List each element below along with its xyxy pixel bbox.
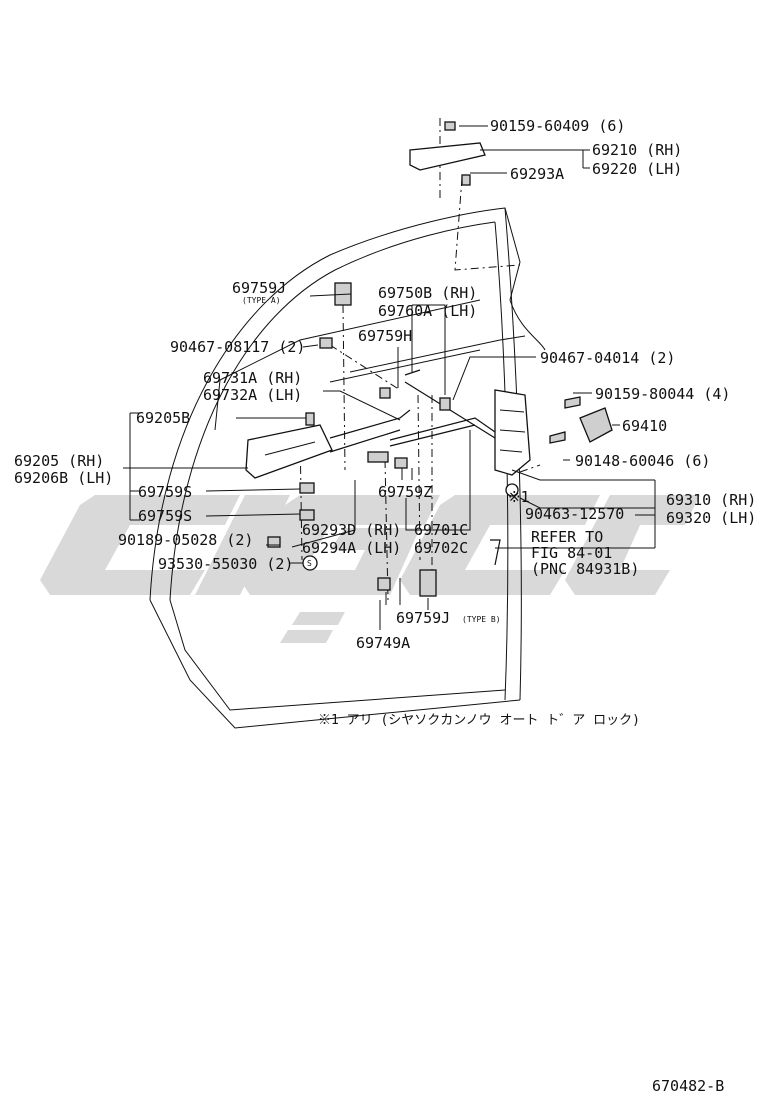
label-69310: 69310 (RH) [666, 491, 756, 509]
label-90148-60046: 90148-60046 (6) [575, 452, 710, 470]
label-69220: 69220 (LH) [592, 160, 682, 178]
label-69759S-2: 69759S [138, 507, 192, 525]
label-69210: 69210 (RH) [592, 141, 682, 159]
label-69749A: 69749A [356, 634, 410, 652]
leader-lines [123, 125, 656, 630]
label-mark-1: ※1 [508, 488, 530, 506]
label-fig: FIG 84-01 [531, 544, 612, 562]
label-69294A: 69294A (LH) [302, 539, 401, 557]
label-69206B: 69206B (LH) [14, 469, 113, 487]
label-69205: 69205 (RH) [14, 452, 104, 470]
label-69293A: 69293A [510, 165, 564, 183]
inside-handle-part [245, 412, 333, 479]
label-s-mark: S [307, 559, 312, 568]
label-93530-55030: 93530-55030 (2) [158, 555, 293, 573]
label-69732A: 69732A (LH) [203, 386, 302, 404]
label-69205B: 69205B [136, 409, 190, 427]
label-69759Z: 69759Z [378, 483, 432, 501]
label-69760A: 69760A (LH) [378, 302, 477, 320]
label-90159-80044: 90159-80044 (4) [595, 385, 730, 403]
label-90467-04014: 90467-04014 (2) [540, 349, 675, 367]
label-69759J-a: 69759J [232, 279, 286, 297]
label-69701C: 69701C [414, 521, 468, 539]
label-pnc: (PNC 84931B) [531, 560, 639, 578]
watermark-logo [40, 495, 700, 643]
part-labels: 90159-60409 (6) 69210 (RH) 69220 (LH) 69… [14, 117, 756, 1095]
label-69702C: 69702C [414, 539, 468, 557]
label-69731A: 69731A (RH) [203, 369, 302, 387]
label-69293D: 69293D (RH) [302, 521, 401, 539]
figure-id: 670482-B [652, 1077, 724, 1095]
outside-handle-part [409, 121, 486, 186]
label-69759J-b: 69759J [396, 609, 450, 627]
label-90159-60409: 90159-60409 (6) [490, 117, 625, 135]
lock-assembly-part [494, 389, 531, 497]
striker-part [549, 396, 613, 444]
label-type-a: (TYPE A) [242, 296, 281, 305]
label-69750B: 69750B (RH) [378, 284, 477, 302]
label-90189-05028: 90189-05028 (2) [118, 531, 253, 549]
label-69759H: 69759H [358, 327, 412, 345]
label-69759S-1: 69759S [138, 483, 192, 501]
label-69410: 69410 [622, 417, 667, 435]
label-refer-to: REFER TO [531, 528, 603, 546]
label-69320: 69320 (LH) [666, 509, 756, 527]
label-type-b: (TYPE B) [462, 615, 501, 624]
footnote: ※1 アリ (シヤソクカンノウ オート ト゛ア ロック) [318, 713, 640, 728]
label-90467-08117: 90467-08117 (2) [170, 338, 305, 356]
label-90463-12570: 90463-12570 [525, 505, 624, 523]
small-parts [267, 282, 451, 597]
